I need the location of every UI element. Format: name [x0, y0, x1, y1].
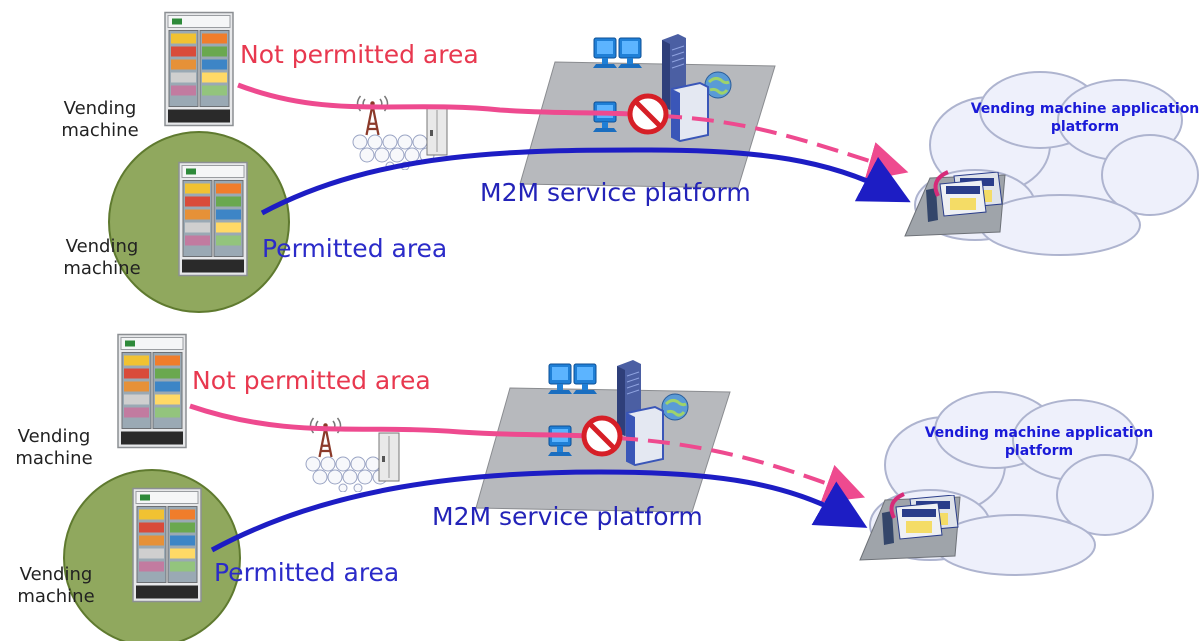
block-icon — [627, 93, 669, 135]
allowed-path — [260, 147, 911, 216]
vending-machine-label: Vending machine — [17, 564, 95, 607]
network-node-icon — [305, 456, 388, 492]
vending-machine-label: Vending machine — [61, 98, 139, 141]
gateway-icon — [670, 81, 710, 142]
vending-machine-icon — [117, 333, 187, 449]
denied-path — [189, 403, 587, 439]
denied-path-dashed — [615, 436, 866, 503]
denied-path-dashed — [659, 114, 909, 181]
cloud-label: Vending machine application platform — [970, 101, 1200, 135]
cell-tower-icon — [356, 94, 389, 137]
not-permitted-label: Not permitted area — [240, 40, 479, 69]
allowed-path — [210, 469, 868, 553]
sync-arrow-icon — [889, 492, 905, 519]
vending-machine-icon — [164, 11, 234, 127]
server-icon — [426, 106, 448, 156]
not-permitted-label: Not permitted area — [192, 366, 431, 395]
permitted-label: Permitted area — [262, 234, 448, 263]
platform-label: M2M service platform — [480, 178, 751, 207]
globe-icon — [660, 392, 690, 422]
block-icon — [581, 415, 623, 457]
vending-machine-label: Vending machine — [15, 426, 93, 469]
vending-machine-icon — [178, 161, 248, 277]
cloud-label: Vending machine application platform — [924, 425, 1154, 459]
platform-label: M2M service platform — [432, 502, 703, 531]
vending-machine-label: Vending machine — [63, 236, 141, 279]
scenario-2 — [63, 333, 1154, 641]
vending-machine-icon — [132, 487, 202, 603]
gateway-icon — [625, 405, 665, 466]
sync-arrow-icon — [933, 170, 949, 197]
application-cloud — [869, 391, 1154, 576]
scenario-1 — [108, 11, 1199, 313]
denied-path — [237, 82, 631, 117]
server-icon — [378, 432, 400, 482]
cell-tower-icon — [309, 416, 342, 459]
permitted-label: Permitted area — [214, 558, 400, 587]
